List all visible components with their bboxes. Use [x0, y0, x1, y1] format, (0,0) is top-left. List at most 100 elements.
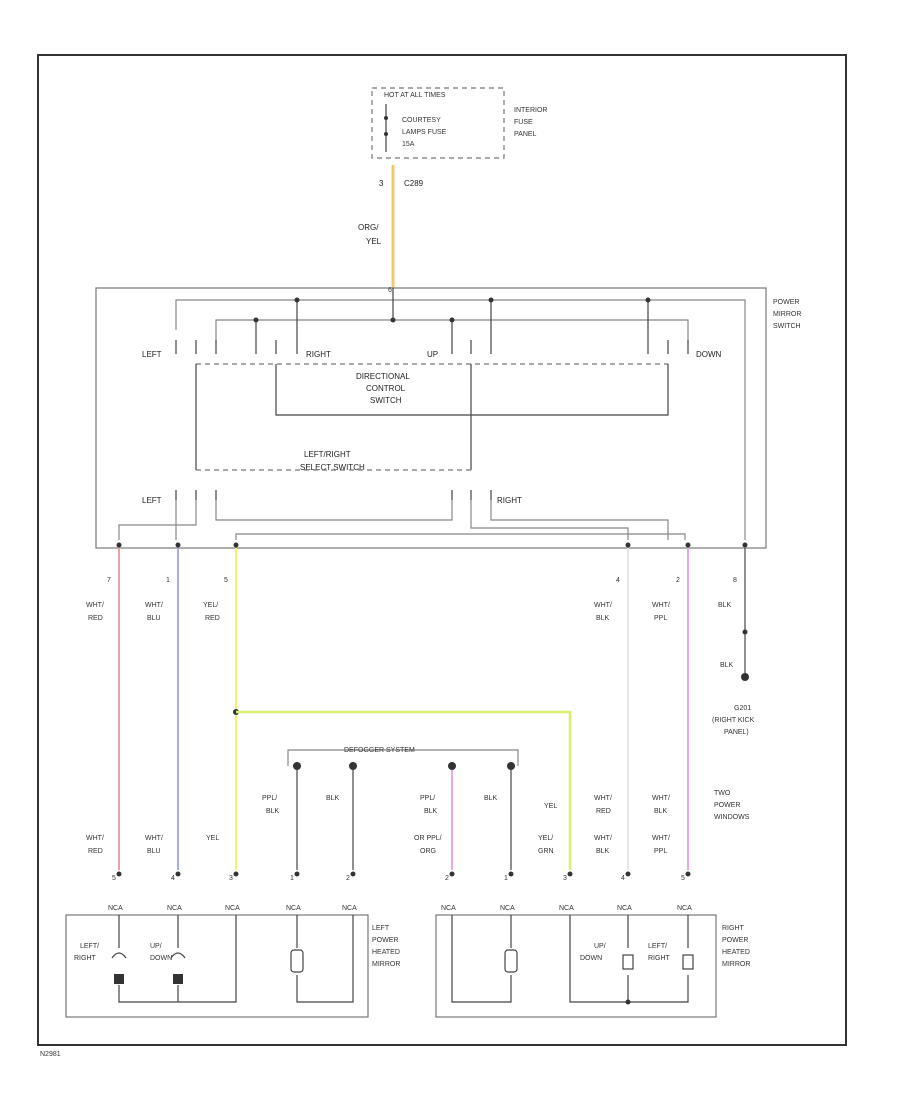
nca-label: NCA	[500, 905, 515, 912]
wire-label-org-yel-2: YEL	[366, 237, 382, 246]
wire-label: BLK	[326, 795, 340, 802]
switch-wire-labels: WHT/ RED WHT/ BLU YEL/ RED WHT/ BLK WHT/…	[86, 602, 732, 622]
fuse-out-pin: 3	[379, 179, 384, 188]
switch-pin-label: 4	[616, 577, 620, 584]
mid-wire-labels: PPL/ BLK BLK PPL/ BLK BLK YEL WHT/ RED W…	[262, 795, 670, 815]
motor-icon	[622, 954, 634, 970]
nca-label: NCA	[225, 905, 240, 912]
two-power-windows-1: TWO	[714, 790, 731, 797]
wire-label: WHT/	[652, 835, 670, 842]
diagram-code: N2981	[40, 1051, 61, 1058]
right-mirror-label-4: MIRROR	[722, 961, 750, 968]
mirror-pin-label: 3	[229, 875, 233, 882]
wire-label: YEL/	[538, 835, 553, 842]
mirror-pin-label: 4	[171, 875, 175, 882]
motor-icon	[111, 952, 127, 959]
left-motor1-label-1: LEFT/	[80, 943, 99, 950]
switch-label-down: DOWN	[696, 350, 722, 359]
wire-label: BLK	[484, 795, 498, 802]
wire-label: RED	[205, 615, 220, 622]
right-power-heated-mirror: RIGHT POWER HEATED MIRROR UP/ DOWN LEFT/…	[435, 914, 750, 1018]
wire-label: ORG	[420, 848, 436, 855]
wire-label: WHT/	[145, 835, 163, 842]
left-motor2-label-2: DOWN	[150, 955, 172, 962]
nca-label: NCA	[167, 905, 182, 912]
select-switch-label-2: SELECT SWITCH	[300, 463, 365, 472]
wire-label: PPL/	[420, 795, 435, 802]
wire-label: RED	[88, 848, 103, 855]
two-power-windows-3: WINDOWS	[714, 814, 750, 821]
switch-label-right: RIGHT	[306, 350, 331, 359]
switch-label-up: UP	[427, 350, 438, 359]
nca-label: NCA	[559, 905, 574, 912]
panel-label-1: INTERIOR	[514, 107, 547, 114]
mirror-pin-label: 5	[112, 875, 116, 882]
left-motor2-label-1: UP/	[150, 943, 162, 950]
right-mirror-label-1: RIGHT	[722, 925, 745, 932]
wire-label: OR PPL/	[414, 835, 442, 842]
fuse-out-connector: C289	[404, 179, 424, 188]
wire-label: WHT/	[652, 602, 670, 609]
wire-label: WHT/	[594, 602, 612, 609]
select-switch-label-1: LEFT/RIGHT	[304, 450, 351, 459]
switch-pin-label: 8	[733, 577, 737, 584]
nca-label: NCA	[342, 905, 357, 912]
right-motor1-label-2: DOWN	[580, 955, 602, 962]
wire-label: YEL/	[203, 602, 218, 609]
wire-label: BLK	[596, 615, 610, 622]
nca-label: NCA	[286, 905, 301, 912]
wire-label: RED	[88, 615, 103, 622]
wire-label: PPL	[654, 848, 667, 855]
panel-label-2: FUSE	[514, 119, 533, 126]
fuse-label-1: COURTESY	[402, 117, 441, 124]
right-motor2-label-1: LEFT/	[648, 943, 667, 950]
select-label-right: RIGHT	[497, 496, 522, 505]
left-mirror-label-1: LEFT	[372, 925, 390, 932]
wire-label: WHT/	[145, 602, 163, 609]
mirror-pin-label: 3	[563, 875, 567, 882]
switch-pin-label: 5	[224, 577, 228, 584]
switch-title-3: SWITCH	[773, 323, 801, 330]
wire-label: PPL/	[262, 795, 277, 802]
ground-wire-label: BLK	[720, 662, 734, 669]
wire-label: BLK	[718, 602, 732, 609]
left-mirror-label-4: MIRROR	[372, 961, 400, 968]
wire-yel-grn	[236, 710, 572, 870]
switch-pins: 7 1 5 4 2 8	[107, 542, 748, 584]
right-mirror-label-2: POWER	[722, 937, 748, 944]
motor-icon	[682, 954, 694, 970]
wire-label: WHT/	[86, 602, 104, 609]
wire-label: GRN	[538, 848, 554, 855]
two-power-windows-2: POWER	[714, 802, 740, 809]
left-mirror-label-3: HEATED	[372, 949, 400, 956]
nca-label: NCA	[108, 905, 123, 912]
mirror-wire-labels: WHT/ RED WHT/ BLU YEL OR PPL/ ORG YEL/ G…	[86, 835, 670, 855]
ground-location-1: (RIGHT KICK	[712, 717, 755, 724]
motor-icon	[170, 952, 186, 959]
wire-label: BLK	[596, 848, 610, 855]
wire-label: BLK	[266, 808, 280, 815]
wire-label: YEL	[206, 835, 219, 842]
switch-pin-label: 7	[107, 577, 111, 584]
motor-icon	[173, 974, 183, 984]
right-motor2-label-2: RIGHT	[648, 955, 671, 962]
wire-label: WHT/	[652, 795, 670, 802]
switch-pin-label: 2	[676, 577, 680, 584]
left-power-heated-mirror: LEFT POWER HEATED MIRROR LEFT/ RIGHT UP/…	[65, 914, 400, 1018]
ground-id: G201	[734, 705, 751, 712]
wire-label: RED	[596, 808, 611, 815]
right-motor1-label-1: UP/	[594, 943, 606, 950]
mirror-pin-label: 5	[681, 875, 685, 882]
dir-switch-label-2: CONTROL	[366, 384, 406, 393]
select-label-left: LEFT	[142, 496, 162, 505]
left-mirror-label-2: POWER	[372, 937, 398, 944]
wire-label: BLU	[147, 848, 161, 855]
mirror-pin-label: 2	[346, 875, 350, 882]
mirror-pin-label: 1	[290, 875, 294, 882]
wire-label: WHT/	[86, 835, 104, 842]
left-motor1-label-2: RIGHT	[74, 955, 97, 962]
switch-pin-label: 1	[166, 577, 170, 584]
mirror-pin-label: 2	[445, 875, 449, 882]
wire-label-org-yel-1: ORG/	[358, 223, 379, 232]
defogger-label: DEFOGGER SYSTEM	[344, 747, 415, 754]
